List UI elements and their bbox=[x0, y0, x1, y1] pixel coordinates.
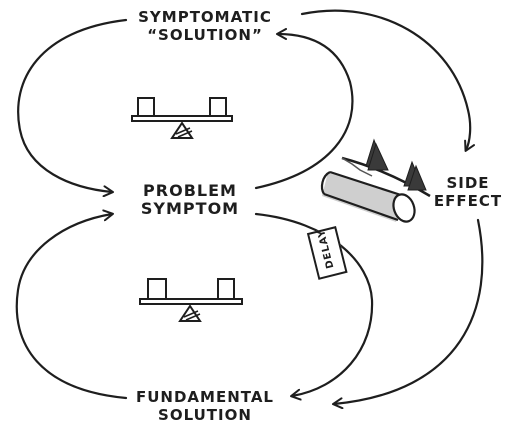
arrow-side-effect-to-fundamental bbox=[332, 218, 484, 410]
node-label-line: SOLUTION bbox=[158, 406, 252, 424]
node-label-line: SYMPTOMATIC bbox=[138, 8, 272, 26]
node-label-line: EFFECT bbox=[433, 192, 503, 210]
arrow-solution-to-symptom bbox=[17, 18, 128, 198]
node-label-line: SYMPTOM bbox=[140, 199, 240, 218]
tree-icon bbox=[341, 138, 431, 198]
node-symptomatic-solution: SYMPTOMATIC “SOLUTION” bbox=[120, 8, 290, 44]
arrow-symptom-to-solution bbox=[254, 28, 354, 190]
node-label-line: PROBLEM bbox=[143, 181, 237, 200]
node-label-line: SIDE bbox=[446, 174, 490, 192]
balance-seesaw-icon bbox=[139, 278, 243, 322]
node-fundamental-solution: FUNDAMENTAL SOLUTION bbox=[110, 388, 300, 424]
node-problem-symptom: PROBLEM SYMPTOM bbox=[120, 182, 260, 218]
arrow-symptom-to-fundamental bbox=[254, 212, 374, 401]
node-label-line: FUNDAMENTAL bbox=[135, 388, 274, 406]
pipe-icon bbox=[320, 170, 416, 223]
balance-seesaw-icon bbox=[131, 97, 233, 139]
node-side-effect: SIDE EFFECT bbox=[428, 174, 508, 210]
arrow-solution-to-side-effect bbox=[300, 9, 476, 152]
node-label-line: “SOLUTION” bbox=[147, 26, 263, 44]
arrow-fundamental-to-symptom bbox=[15, 209, 128, 400]
